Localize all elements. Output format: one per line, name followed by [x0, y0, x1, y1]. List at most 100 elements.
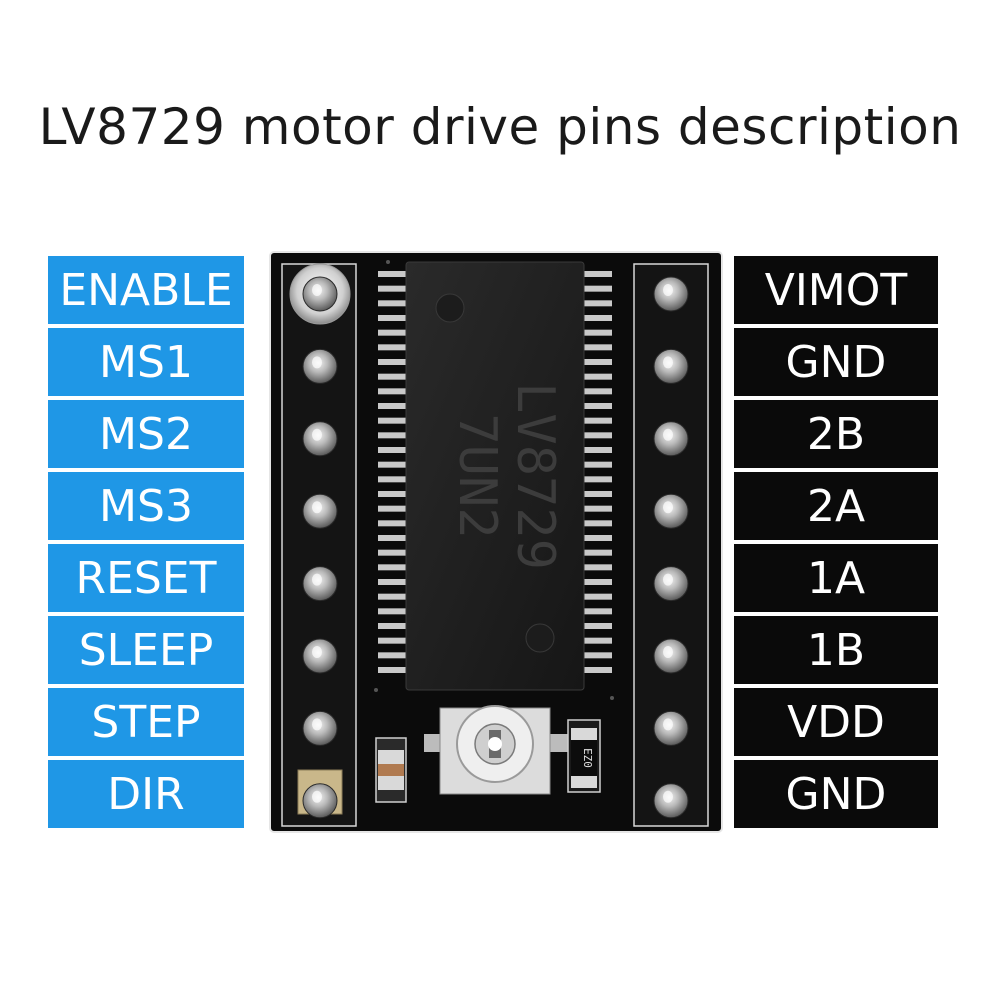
left-pin-label: SLEEP [48, 616, 244, 684]
potentiometer[interactable] [424, 705, 568, 795]
chip-lead [582, 535, 612, 541]
chip-lead [582, 623, 612, 629]
pin-highlight [663, 573, 673, 586]
chip-lead [582, 417, 612, 424]
chip-lead [582, 549, 612, 556]
left-pin-label: ENABLE [48, 256, 244, 324]
chip-lead [378, 315, 408, 321]
left-pin-label: DIR [48, 760, 244, 828]
chip-dot [435, 293, 465, 323]
chip-lead [582, 564, 612, 571]
chip-lead [582, 388, 612, 395]
page-title: LV8729 motor drive pins description [38, 98, 962, 156]
right-pin-label: GND [734, 328, 938, 396]
chip-lead [378, 329, 408, 336]
right-pin-label: VDD [734, 688, 938, 756]
chip-lead [582, 271, 612, 277]
via [386, 260, 390, 264]
pin-highlight [312, 790, 322, 803]
right-pin-label: 2A [734, 472, 938, 540]
chip-lead [378, 461, 408, 468]
pin-highlight [663, 356, 673, 369]
pin-highlight [312, 646, 322, 658]
chip-lead [582, 447, 612, 453]
chip-lead [378, 417, 408, 424]
chip-marking: LV8729 [505, 382, 565, 570]
chip-lead [582, 505, 612, 512]
chip-lead [582, 579, 612, 585]
right-pin-label: VIMOT [734, 256, 938, 324]
resistor: EZ0 [567, 719, 601, 793]
pin-highlight [663, 718, 673, 731]
chip-leads-right [582, 271, 612, 673]
chip-lead [582, 315, 612, 321]
right-pin-label: 2B [734, 400, 938, 468]
chip-lead [378, 344, 408, 351]
chip-lead [582, 432, 612, 439]
chip-lead [582, 359, 612, 365]
via [610, 696, 614, 700]
chip-lead [582, 652, 612, 659]
chip-lead [378, 271, 408, 277]
pin-highlight [312, 356, 322, 369]
left-pin-label: MS3 [48, 472, 244, 540]
chip-lead [582, 476, 612, 483]
chip-body [405, 261, 585, 691]
pin-highlight [312, 501, 322, 514]
chip-lead [582, 300, 612, 307]
pin-highlight [663, 790, 673, 803]
right-pin-label: GND [734, 760, 938, 828]
chip-lead [582, 285, 612, 292]
chip-lead [378, 491, 408, 497]
chip-marking: 7UN2 [447, 413, 507, 538]
pin-highlight [312, 428, 322, 441]
chip-lead [582, 593, 612, 600]
pin-highlight [312, 573, 322, 586]
chip-lead [378, 579, 408, 585]
right-pin-label: 1A [734, 544, 938, 612]
chip-lead [582, 667, 612, 673]
chip-lead [378, 535, 408, 541]
chip-lead [378, 388, 408, 395]
chip-lead [378, 359, 408, 365]
right-header-pins [653, 276, 689, 819]
chip-lead [378, 608, 408, 615]
pin-highlight [663, 284, 673, 296]
resistor-marking: EZ0 [581, 748, 594, 768]
pin-highlight [312, 284, 322, 296]
pin-highlight [663, 428, 673, 441]
chip-lead [378, 447, 408, 453]
chip-lead [582, 491, 612, 497]
chip-lead [378, 505, 408, 512]
chip-lead [582, 637, 612, 644]
pin-highlight [663, 501, 673, 514]
chip-dot [525, 623, 555, 653]
left-pin-label: MS1 [48, 328, 244, 396]
chip-lead [378, 476, 408, 483]
chip-lead [378, 593, 408, 600]
via [374, 688, 378, 692]
chip-lead [378, 285, 408, 292]
chip-lead [378, 667, 408, 673]
chip-lead [582, 344, 612, 351]
chip-lead [582, 520, 612, 527]
chip-leads-left [378, 271, 408, 673]
chip-lead [378, 373, 408, 380]
chip-lead [582, 461, 612, 468]
pin-highlight [663, 646, 673, 658]
chip-lead [378, 549, 408, 556]
chip-lead [582, 373, 612, 380]
chip-lead [378, 520, 408, 527]
pin-highlight [312, 718, 322, 731]
chip-lead [582, 403, 612, 409]
left-pin-label: STEP [48, 688, 244, 756]
left-header-pins [302, 276, 338, 819]
chip-lead [378, 300, 408, 307]
left-pin-label: MS2 [48, 400, 244, 468]
chip-lead [378, 432, 408, 439]
driver-board: LV8729 7UN2 EZ0 [269, 251, 723, 833]
chip-lead [378, 637, 408, 644]
chip-lead [378, 403, 408, 409]
